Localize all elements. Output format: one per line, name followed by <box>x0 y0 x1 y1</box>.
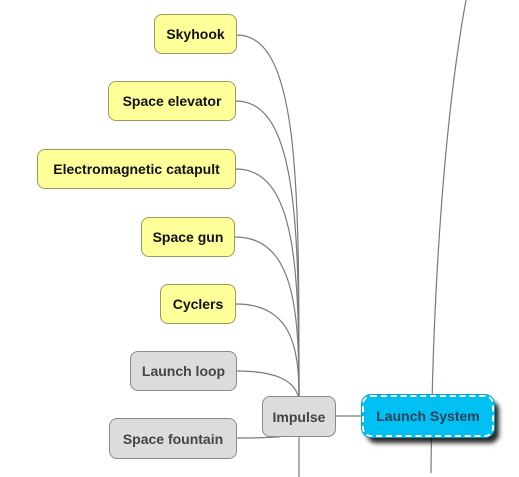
connector-cyclers <box>235 303 300 397</box>
node-space-fountain[interactable]: Space fountain <box>109 418 237 459</box>
node-label: Space gun <box>152 229 224 245</box>
node-label: Space elevator <box>122 93 222 109</box>
node-space-gun[interactable]: Space gun <box>141 217 235 257</box>
node-space-elevator[interactable]: Space elevator <box>108 81 236 121</box>
node-impulse[interactable]: Impulse <box>262 396 336 437</box>
node-label: Cyclers <box>172 296 224 312</box>
connector-skyhook <box>236 34 300 397</box>
node-label: Skyhook <box>166 26 225 42</box>
connector-electromagnetic-catapult <box>235 168 300 397</box>
node-label: Impulse <box>272 408 326 425</box>
node-label: Electromagnetic catapult <box>53 161 220 177</box>
connector-launch-loop <box>236 370 300 401</box>
node-label: Launch loop <box>141 363 226 379</box>
node-skyhook[interactable]: Skyhook <box>154 14 237 54</box>
node-label: Launch System <box>376 408 480 424</box>
node-label: Space fountain <box>122 430 224 447</box>
node-launch-loop[interactable]: Launch loop <box>130 351 237 391</box>
node-electromagnetic-catapult[interactable]: Electromagnetic catapult <box>37 149 236 189</box>
node-launch-system[interactable]: Launch System <box>361 394 495 438</box>
node-cyclers[interactable]: Cyclers <box>160 284 236 324</box>
connector-space-gun <box>234 236 300 397</box>
